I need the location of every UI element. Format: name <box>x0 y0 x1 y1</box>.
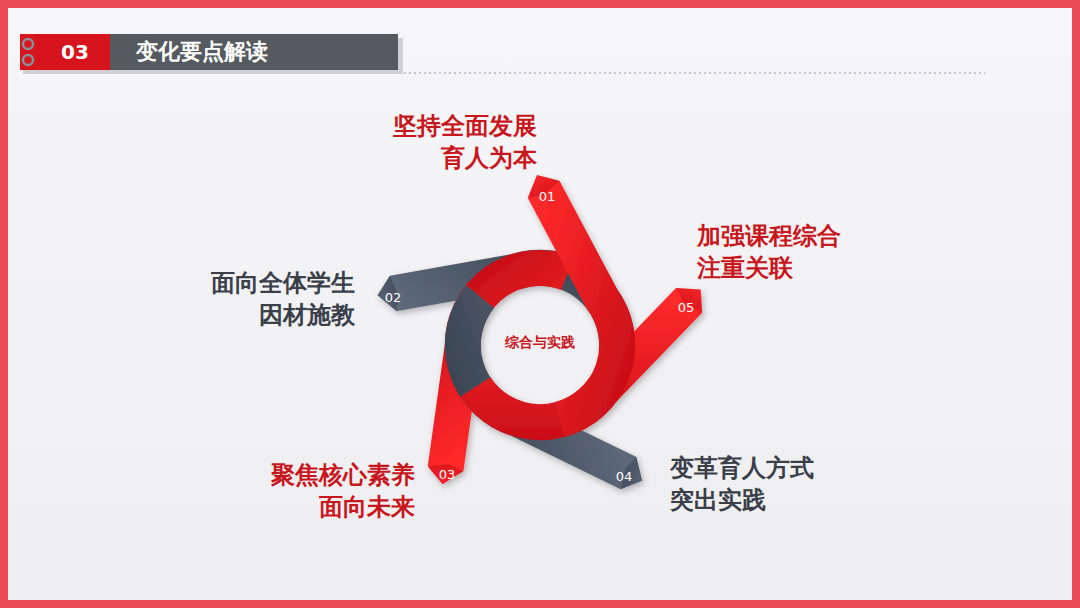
pinwheel-arm: 04变革育人方式 突出实践 <box>604 466 644 488</box>
pinwheel-arm: 03聚焦核心素养 面向未来 <box>427 464 467 486</box>
arm-label: 变革育人方式 突出实践 <box>670 452 821 516</box>
arm-label: 加强课程综合 注重关联 <box>697 220 848 284</box>
callout-number: 05 <box>666 297 706 319</box>
center-label: 综合与实践 <box>505 334 575 352</box>
slide-ground <box>8 8 1072 600</box>
arm-label: 聚焦核心素养 面向未来 <box>264 459 415 523</box>
callout-number: 04 <box>604 466 644 488</box>
section-number: 03 <box>40 34 110 70</box>
pinwheel-arm: 05加强课程综合 注重关联 <box>666 297 706 319</box>
arm-label: 面向全体学生 因材施教 <box>204 267 355 331</box>
pinwheel-arm: 02面向全体学生 因材施教 <box>373 287 413 309</box>
arm-label: 坚持全面发展 育人为本 <box>386 110 537 174</box>
callout-number: 01 <box>527 186 567 208</box>
center-circle: 综合与实践 <box>505 334 575 352</box>
pinwheel-arm: 01坚持全面发展 育人为本 <box>527 186 567 208</box>
callout-number: 03 <box>427 464 467 486</box>
callout-number: 02 <box>373 287 413 309</box>
slide-title: 变化要点解读 <box>136 34 268 70</box>
